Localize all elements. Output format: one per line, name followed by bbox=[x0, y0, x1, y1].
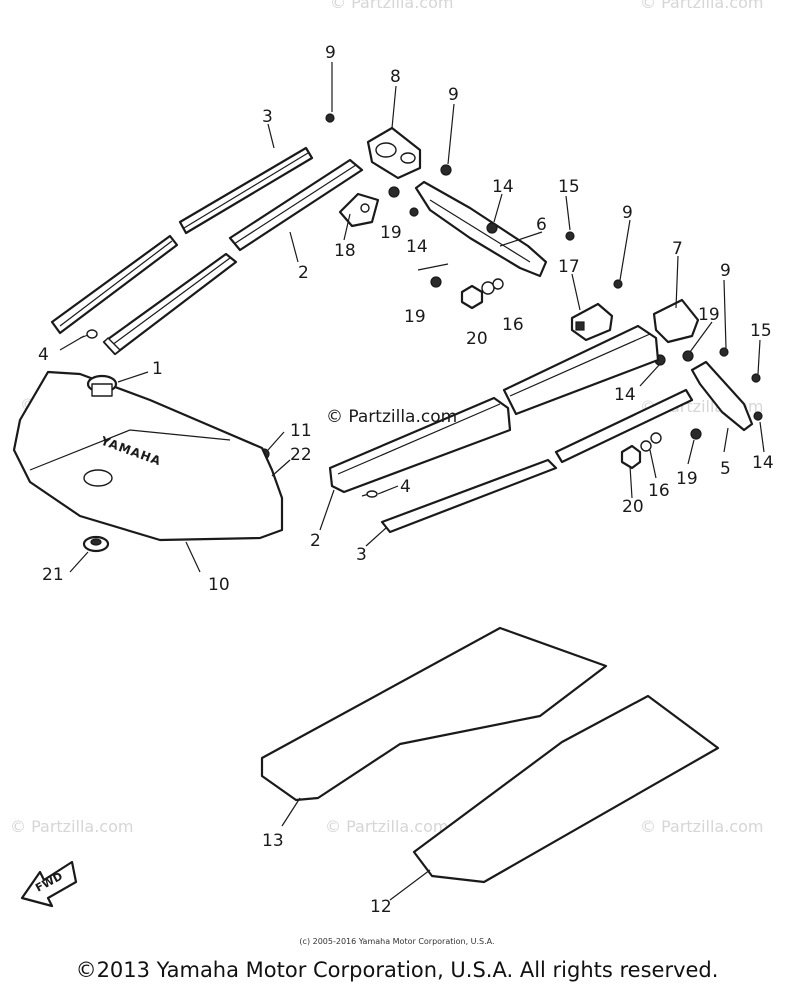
callout-8: 8 bbox=[390, 67, 401, 87]
callout-9: 9 bbox=[325, 43, 336, 63]
callout-14: 14 bbox=[614, 385, 636, 405]
callout-22: 22 bbox=[290, 445, 312, 465]
callout-12: 12 bbox=[370, 897, 392, 917]
part-7-block bbox=[652, 298, 700, 344]
part-8-bracket bbox=[366, 126, 422, 180]
callout-4: 4 bbox=[38, 345, 49, 365]
callout-14: 14 bbox=[752, 453, 774, 473]
callout-5: 5 bbox=[720, 459, 731, 479]
callout-7: 7 bbox=[672, 239, 683, 259]
part-3-lower-rail bbox=[380, 388, 694, 534]
callouts: 9 8 9 3 14 15 9 19 14 6 7 18 2 17 9 19 1… bbox=[38, 43, 774, 917]
watermark-center: © Partzilla.com bbox=[326, 407, 457, 427]
callout-6: 6 bbox=[536, 215, 547, 235]
callout-15: 15 bbox=[750, 321, 772, 341]
callout-13: 13 bbox=[262, 831, 284, 851]
leader-lines bbox=[59, 62, 765, 901]
callout-16: 16 bbox=[648, 481, 670, 501]
callout-19: 19 bbox=[380, 223, 402, 243]
callout-9: 9 bbox=[448, 85, 459, 105]
copyright-notice: ©2013 Yamaha Motor Corporation, U.S.A. A… bbox=[75, 958, 719, 982]
callout-14: 14 bbox=[492, 177, 514, 197]
callout-21: 21 bbox=[42, 565, 64, 585]
callout-10: 10 bbox=[208, 575, 230, 595]
watermark-5: © Partzilla.com bbox=[640, 817, 763, 836]
callout-4: 4 bbox=[400, 477, 411, 497]
callout-9: 9 bbox=[720, 261, 731, 281]
part-1-cap bbox=[86, 374, 118, 397]
callout-20: 20 bbox=[622, 497, 644, 517]
part-21-grommet bbox=[82, 535, 110, 553]
watermark-3: © Partzilla.com bbox=[10, 817, 133, 836]
part-13-mat bbox=[260, 626, 608, 802]
callout-3: 3 bbox=[262, 107, 273, 127]
callout-19: 19 bbox=[404, 307, 426, 327]
callout-11: 11 bbox=[290, 421, 312, 441]
part-2-upper-bumper bbox=[102, 158, 364, 356]
part-10-bumper: YAMAHA bbox=[12, 370, 284, 542]
callout-15: 15 bbox=[558, 177, 580, 197]
callout-18: 18 bbox=[334, 241, 356, 261]
fwd-arrow-icon: FWD bbox=[20, 860, 78, 908]
part-2-lower-bumper bbox=[328, 324, 660, 494]
callout-19: 19 bbox=[676, 469, 698, 489]
callout-14: 14 bbox=[406, 237, 428, 257]
watermark-4: © Partzilla.com bbox=[325, 817, 448, 836]
callout-16: 16 bbox=[502, 315, 524, 335]
watermark-7: © Partzilla.com bbox=[640, 0, 763, 12]
small-copyright: (c) 2005-2016 Yamaha Motor Corporation, … bbox=[299, 937, 495, 946]
part-12-mat bbox=[412, 694, 720, 884]
callout-17: 17 bbox=[558, 257, 580, 277]
watermark-6: © Partzilla.com bbox=[330, 0, 453, 12]
callout-20: 20 bbox=[466, 329, 488, 349]
callout-19: 19 bbox=[698, 305, 720, 325]
callout-2: 2 bbox=[310, 531, 321, 551]
part-18-clip bbox=[338, 192, 380, 228]
callout-3: 3 bbox=[356, 545, 367, 565]
part-17-block bbox=[570, 302, 614, 342]
callout-9: 9 bbox=[622, 203, 633, 223]
part-6-bracket bbox=[414, 180, 548, 278]
part-5-bracket bbox=[690, 360, 754, 432]
part-3-upper-rail bbox=[50, 146, 314, 335]
callout-2: 2 bbox=[298, 263, 309, 283]
callout-1: 1 bbox=[152, 359, 163, 379]
